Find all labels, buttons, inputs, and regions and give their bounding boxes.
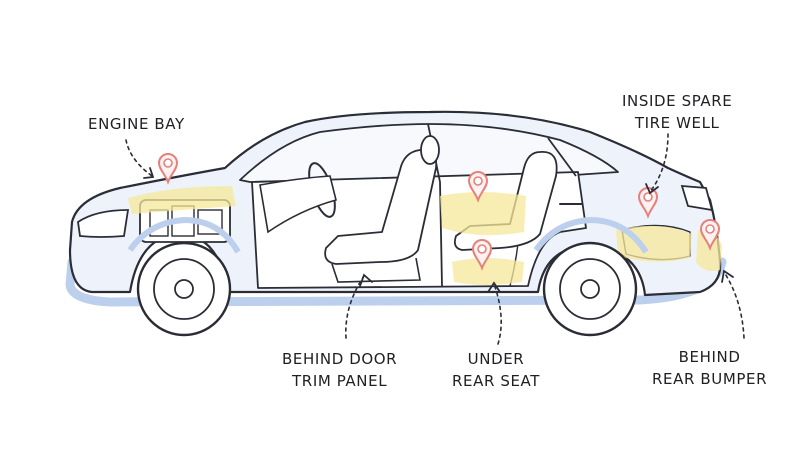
marker-engine-bay-dot — [163, 158, 173, 168]
door-trim-highlight — [440, 192, 526, 236]
marker-rear-bumper-dot — [705, 224, 715, 234]
headlight — [77, 209, 130, 238]
rear-bumper-pointer — [723, 271, 745, 339]
engine-bay-highlight — [128, 186, 236, 214]
rear-bumper-highlight — [696, 229, 722, 271]
rear-wheel — [542, 241, 638, 337]
label-spare-tire-well: INSIDE SPARE TIRE WELL — [622, 90, 732, 134]
label-rear-seat: UNDER REAR SEAT — [452, 348, 540, 392]
pointer-arrows — [125, 133, 745, 345]
door-trim-arrowhead — [359, 273, 373, 287]
highlight-zones — [128, 186, 722, 285]
rear-arch-shadow — [533, 216, 649, 254]
pointer-arrowheads — [143, 167, 734, 293]
c-pillar — [547, 137, 577, 177]
label-rear-bumper-line-1: BEHIND — [678, 348, 741, 366]
marker-rear-seat-map-pin-icon — [471, 239, 493, 271]
engine-bay-arrowhead — [143, 167, 155, 179]
label-spare-tire-well-line-1: INSIDE SPARE — [622, 92, 733, 110]
front-seat-base — [331, 257, 421, 283]
marker-door-trim-panel-dot — [473, 176, 483, 186]
label-door-trim-panel-line-1: BEHIND DOOR — [282, 350, 398, 368]
label-spare-tire-well-line-2: TIRE WELL — [634, 114, 720, 132]
marker-door-trim-panel-map-pin-icon — [467, 171, 489, 203]
rear-bumper-arrowhead — [721, 269, 734, 283]
rear-seat-highlight — [452, 258, 524, 285]
label-engine-bay: ENGINE BAY — [88, 113, 185, 135]
label-rear-bumper-line-2: REAR BUMPER — [652, 370, 768, 388]
front-headrest — [420, 135, 440, 165]
tail-light — [680, 184, 714, 212]
marker-engine-bay-map-pin-icon — [157, 153, 179, 185]
label-door-trim-panel: BEHIND DOOR TRIM PANEL — [282, 348, 397, 392]
front-arch-shadow — [127, 216, 241, 254]
label-rear-seat-line-1: UNDER — [467, 350, 525, 368]
label-door-trim-panel-line-2: TRIM PANEL — [292, 372, 388, 390]
spare-tire-pointer — [649, 133, 669, 193]
rear-seat-arrowhead — [487, 281, 501, 293]
marker-rear-seat-dot — [477, 244, 487, 254]
rear-seat-pointer — [493, 283, 502, 345]
dashboard — [259, 175, 337, 234]
engine-bay-pointer — [125, 139, 153, 177]
label-engine-bay-line-1: ENGINE BAY — [88, 115, 185, 133]
label-rear-bumper: BEHIND REAR BUMPER — [652, 346, 767, 390]
spare-tire-arrowhead — [645, 183, 659, 195]
front-wheel — [136, 241, 232, 337]
marker-spare-tire-well-dot — [643, 192, 653, 202]
marker-rear-bumper-map-pin-icon — [699, 219, 721, 251]
door-trim-pointer — [345, 275, 365, 339]
label-rear-seat-line-2: REAR SEAT — [452, 372, 541, 390]
